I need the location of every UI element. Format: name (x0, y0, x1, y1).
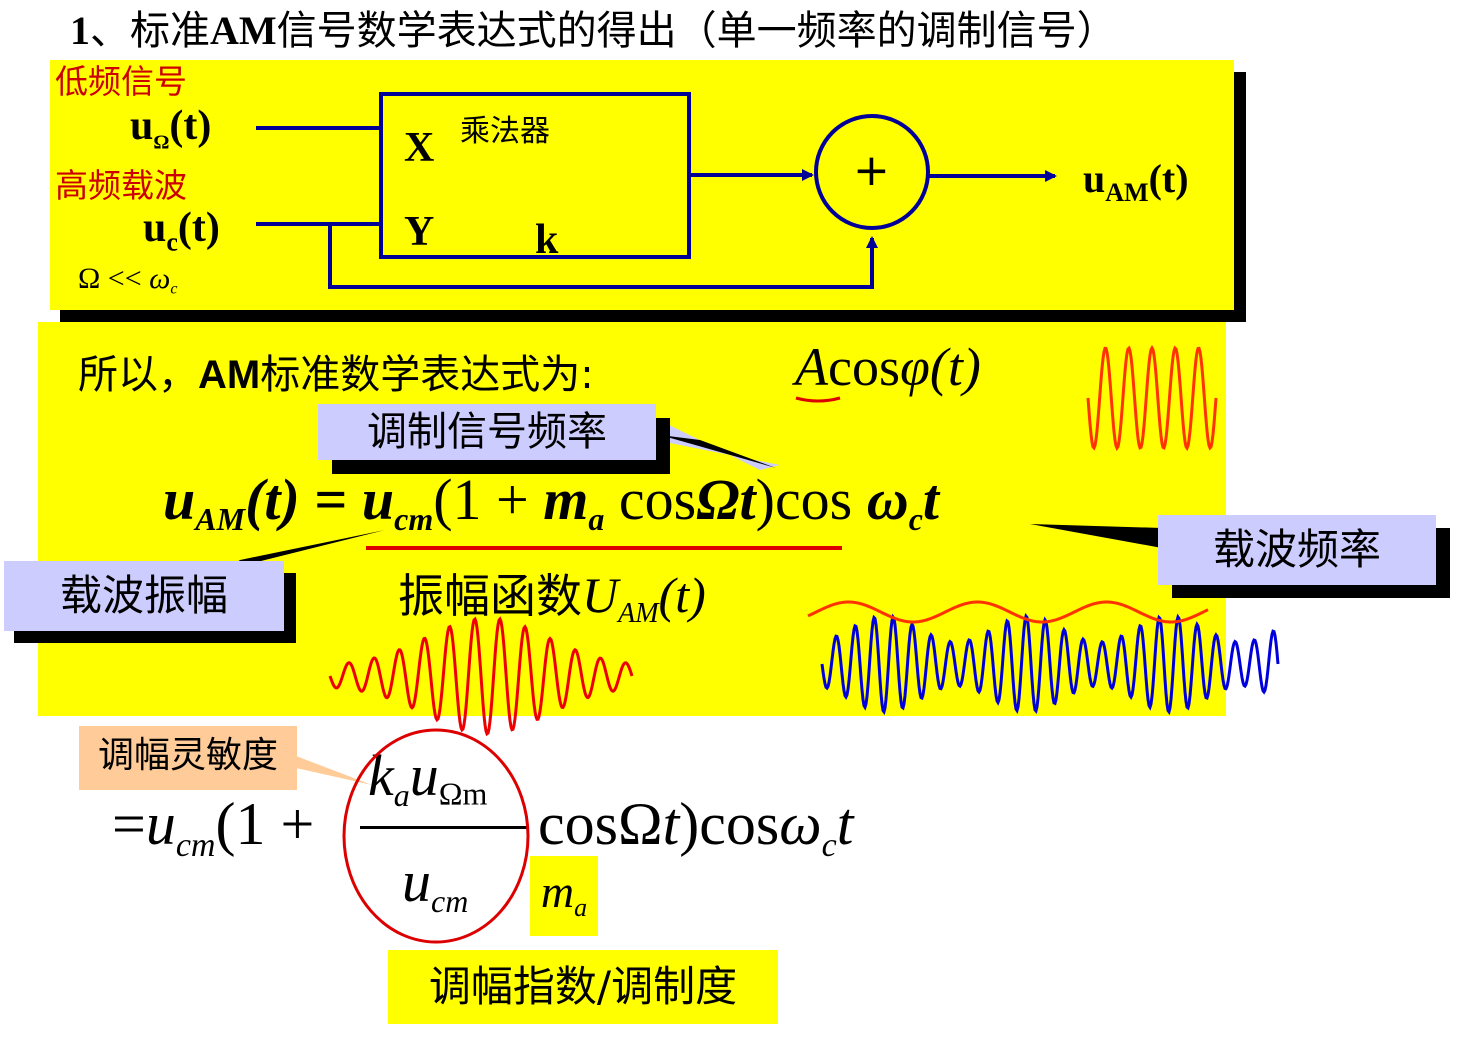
u-am-output: uAM(t) (1083, 156, 1189, 207)
block-diagram-lines (256, 92, 1057, 289)
multiplier-label: 乘法器 (460, 114, 550, 149)
envelope-line (807, 600, 1209, 624)
fraction-numerator: kauΩm (368, 743, 488, 814)
am-wave-red (328, 616, 634, 737)
fraction-denominator: ucm (402, 849, 469, 920)
page-title: 1、标准AM信号数学表达式的得出（单一频率的调制信号） (70, 8, 1117, 54)
carrier-freq-callout: 载波频率 (1158, 515, 1436, 585)
fraction-bar (360, 826, 528, 829)
adder-plus-sign: + (853, 145, 890, 196)
x-port-label: X (404, 125, 435, 171)
amplitude-function-label: 振幅函数UAM(t) (398, 567, 706, 629)
lower-equation-left: =ucm(1 + (112, 791, 315, 864)
intro-text: 所以，AM标准数学表达式为: (78, 352, 594, 398)
carrier-wave (1086, 344, 1218, 452)
am-equation: uAM(t) = ucm(1 + ma cosΩt)cos ωct (163, 467, 940, 538)
high-freq-label: 高频载波 (55, 166, 187, 205)
am-wave-blue (820, 612, 1280, 716)
mod-index-callout: 调幅指数/调制度 (388, 950, 778, 1024)
adder-circle (814, 114, 930, 230)
y-port-label: Y (404, 209, 435, 255)
carrier-bypass-line (328, 224, 878, 289)
expression-panel (38, 322, 1226, 716)
u-omega-input: uΩ(t) (130, 103, 212, 154)
carrier-amp-callout: 载波振幅 (4, 561, 284, 631)
mod-freq-callout: 调制信号频率 (318, 404, 656, 460)
ma-label: ma (530, 856, 598, 936)
low-freq-label: 低频信号 (55, 62, 187, 101)
k-gain-label: k (535, 217, 559, 263)
u-c-input: uc(t) (143, 205, 220, 257)
fraction-circle (342, 728, 530, 944)
block-diagram-panel (50, 60, 1234, 310)
lower-equation-right: cosΩt)cosωct (538, 791, 854, 864)
freq-condition: Ω << ωc (78, 262, 178, 298)
sensitivity-callout: 调幅灵敏度 (79, 726, 297, 790)
acos-phi-expression: Acosφ(t) (795, 337, 981, 397)
